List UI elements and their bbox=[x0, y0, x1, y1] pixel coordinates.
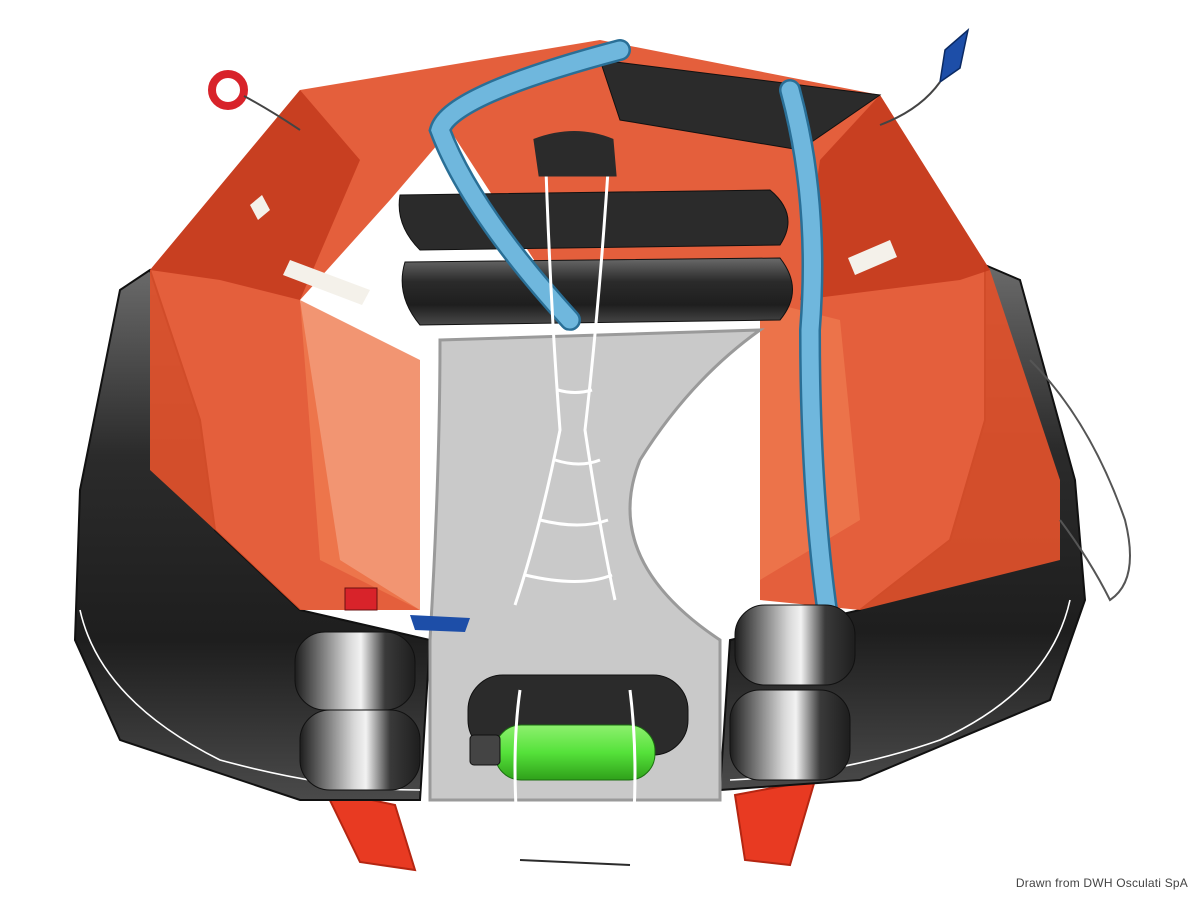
entrance-tube bbox=[294, 604, 856, 791]
canopy-arch-icon bbox=[428, 39, 841, 641]
strobe-light-icon bbox=[879, 27, 970, 126]
ballast-pocket-icon bbox=[323, 778, 817, 872]
boarding-ladder-icon bbox=[513, 131, 617, 606]
ring-buoy-icon bbox=[208, 70, 301, 131]
handling-line bbox=[1029, 359, 1131, 602]
grab-handle bbox=[344, 587, 470, 632]
inner-tube bbox=[398, 59, 882, 326]
gas-cylinder-icon bbox=[467, 674, 689, 867]
image-credit: Drawn from DWH Osculati SpA bbox=[1015, 876, 1188, 890]
